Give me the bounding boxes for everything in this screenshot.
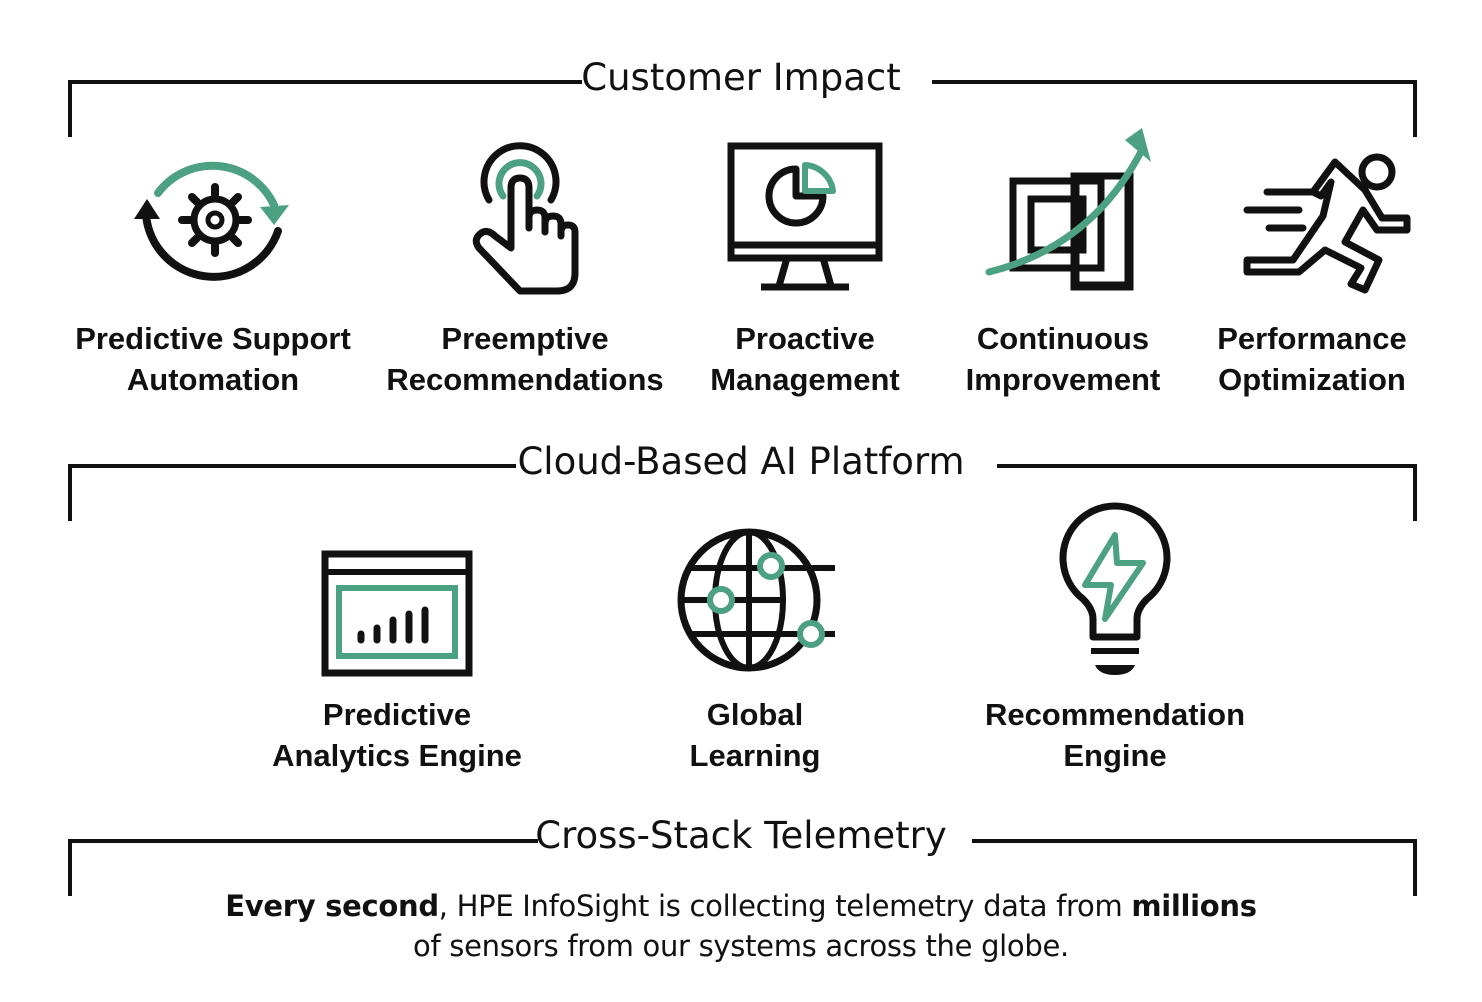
- telemetry-bracket: [68, 839, 1417, 896]
- growth-arrow-icon: [985, 128, 1151, 291]
- item-global-learning: [605, 526, 905, 676]
- label-preemptive-recommendations: Preemptive Recommendations: [386, 321, 664, 397]
- telemetry-title: Cross-Stack Telemetry: [535, 814, 947, 857]
- label-performance-optimization: Performance Optimization: [1217, 321, 1407, 397]
- ai-platform-title: Cloud-Based AI Platform: [517, 440, 965, 483]
- item-recommendation-engine: [965, 502, 1265, 680]
- label-proactive-management: Proactive Management: [710, 321, 900, 397]
- item-predictive-analytics-engine: [247, 550, 547, 678]
- globe-network-icon: [677, 528, 835, 672]
- item-predictive-support-automation: [63, 143, 363, 298]
- running-person-icon: [1243, 153, 1411, 294]
- customer-impact-bracket: [68, 80, 1417, 137]
- analytics-screen-icon: [321, 550, 473, 677]
- item-continuous-improvement: [913, 126, 1213, 291]
- customer-impact-title: Customer Impact: [581, 56, 901, 99]
- label-recommendation-engine: Recommendation Engine: [984, 697, 1246, 773]
- label-predictive-support-automation: Predictive Support Automation: [75, 321, 351, 397]
- item-performance-optimization: [1162, 150, 1462, 294]
- monitor-chart-icon: [727, 142, 883, 291]
- item-preemptive-recommendations: [375, 142, 675, 296]
- telemetry-line-2: of sensors from our systems across the g…: [413, 929, 1069, 963]
- label-global-learning: Global Learning: [689, 697, 821, 773]
- telemetry-description: Every second, HPE InfoSight is collectin…: [0, 886, 1482, 966]
- lightbulb-bolt-icon: [1059, 502, 1171, 675]
- label-continuous-improvement: Continuous Improvement: [965, 321, 1161, 397]
- ai-platform-bracket: [68, 464, 1417, 521]
- telemetry-line-1: Every second, HPE InfoSight is collectin…: [225, 889, 1257, 923]
- item-proactive-management: [655, 141, 955, 293]
- gear-cycle-icon: [134, 161, 289, 281]
- label-predictive-analytics-engine: Predictive Analytics Engine: [272, 697, 522, 773]
- touch-hand-icon: [472, 142, 579, 295]
